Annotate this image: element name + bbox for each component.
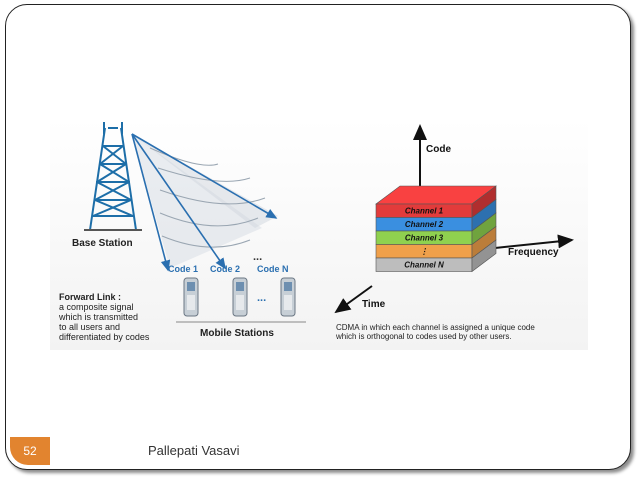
channel-layer-side [471,239,497,273]
code-1-label: Code 1 [168,264,198,274]
mobile-stations-label: Mobile Stations [200,328,274,339]
page-number-badge: 52 [10,437,50,465]
cdma-caption-line: CDMA in which each channel is assigned a… [336,323,535,332]
channel-label: Channel 2 [405,220,444,229]
mobile-phone-icon [280,277,296,317]
code-2-label: Code 2 [210,264,240,274]
forward-link-description: Forward Link : a composite signal which … [58,292,150,342]
channel-cube: Channel 1 Channel 2 Channel 3 ⋮ Channel N [375,185,497,273]
base-station-tower-icon [84,122,142,231]
frequency-axis-label: Frequency [508,247,559,258]
channel-label: Channel 3 [405,234,444,243]
frequency-axis-arrow [494,234,574,249]
time-axis-arrow [334,285,373,314]
code-n-label: Code N [257,264,289,274]
channel-label: Channel 1 [405,207,444,216]
signal-beam [131,133,278,272]
cdma-caption-line: which is orthogonal to codes used by oth… [335,332,512,341]
channel-label: Channel N [404,261,444,270]
code-axis-label: Code [426,144,451,155]
forward-link-line: differentiated by codes [59,332,150,342]
cdma-diagram: Base Station ... Code 1 Code 2 Code N [50,118,588,350]
forward-link-line: a composite signal [59,302,134,312]
time-axis-label: Time [362,299,386,310]
author-name: Pallepati Vasavi [148,443,240,458]
mobile-phone-icon [183,277,199,317]
dots-phones: ... [257,292,266,304]
cdma-figure: Base Station ... Code 1 Code 2 Code N [50,118,588,350]
forward-link-line: Forward Link : [59,292,121,302]
dots-top: ... [253,251,262,263]
forward-link-line: to all users and [59,322,120,332]
channel-label: ⋮ [420,247,428,256]
mobile-phone-icon [232,277,248,317]
forward-link-line: which is transmitted [58,312,138,322]
base-station-label: Base Station [72,238,133,249]
